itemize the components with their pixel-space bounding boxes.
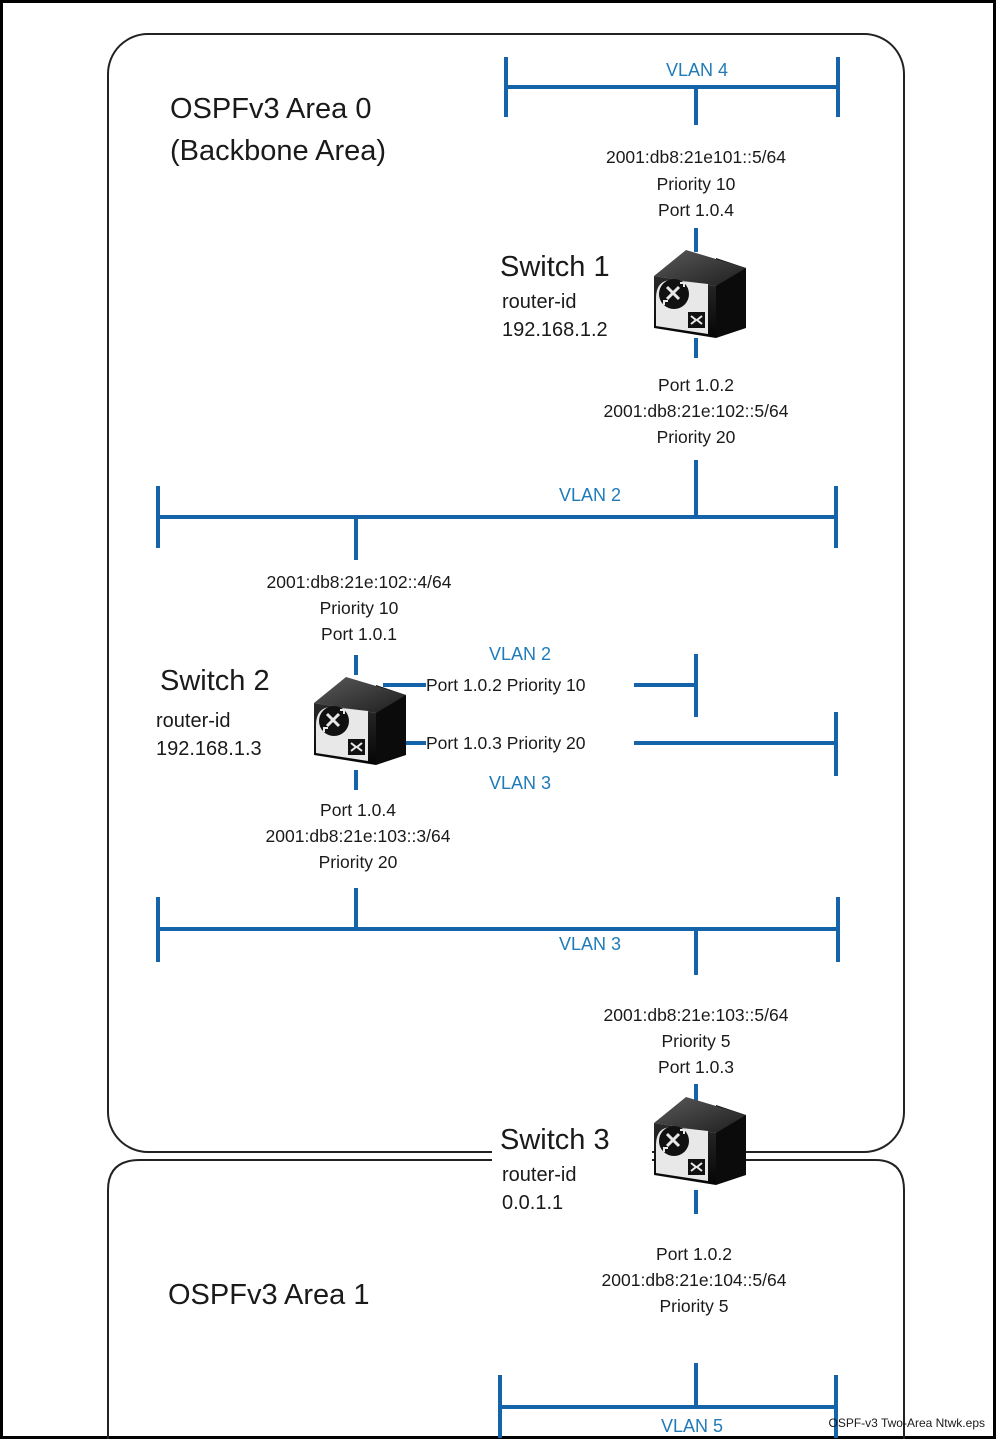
area1-title: OSPFv3 Area 1 (168, 1279, 370, 1311)
switch2-down-address: 2001:db8:21e:103::3/64 (266, 826, 451, 846)
switch2-up-address: 2001:db8:21e:102::4/64 (267, 572, 452, 592)
switch3-icon (652, 1095, 748, 1187)
switch3-down-address: 2001:db8:21e:104::5/64 (602, 1270, 787, 1290)
vlan5-label: VLAN 5 (661, 1416, 723, 1436)
switch2-name: Switch 2 (160, 665, 270, 697)
vlan2-side-label: VLAN 2 (489, 644, 551, 664)
switch2-up-priority: Priority 10 (320, 598, 399, 618)
switch1-down-port: Port 1.0.2 (658, 375, 734, 395)
switch1-up-address: 2001:db8:21e101::5/64 (606, 147, 786, 167)
switch2-down-port: Port 1.0.4 (320, 800, 396, 820)
switch3-down-priority: Priority 5 (659, 1296, 728, 1316)
vlan3-label: VLAN 3 (559, 934, 621, 954)
switch3-router-id-label: router-id (502, 1164, 576, 1186)
vlan4-label: VLAN 4 (666, 60, 728, 80)
switch1-router-id: 192.168.1.2 (502, 319, 608, 341)
switch1-down-priority: Priority 20 (657, 427, 736, 447)
vlan4-segment (504, 57, 840, 125)
vlan2-stub (383, 654, 698, 717)
vlan5-segment (498, 1363, 838, 1438)
switch3-down-port: Port 1.0.2 (656, 1244, 732, 1264)
file-caption: OSPF-v3 Two-Area Ntwk.eps (829, 1416, 986, 1430)
switch1-icon (652, 248, 748, 340)
switch3-up-address: 2001:db8:21e:103::5/64 (604, 1005, 789, 1025)
switch3-router-id: 0.0.1.1 (502, 1192, 563, 1214)
vlan3-segment (156, 888, 840, 975)
switch3-up-priority: Priority 5 (661, 1031, 730, 1051)
vlan2-label: VLAN 2 (559, 485, 621, 505)
switch1-down-address: 2001:db8:21e:102::5/64 (604, 401, 789, 421)
switch2-side-port-2: Port 1.0.3 Priority 20 (426, 733, 586, 753)
vlan3-side-label: VLAN 3 (489, 773, 551, 793)
vlan2-segment (156, 460, 838, 560)
area1-boundary (107, 1159, 905, 1439)
switch2-router-id: 192.168.1.3 (156, 738, 262, 760)
switch2-icon (312, 675, 408, 767)
switch1-up-priority: Priority 10 (657, 174, 736, 194)
switch1-name: Switch 1 (500, 251, 610, 283)
switch2-router-id-label: router-id (156, 710, 230, 732)
switch3-name: Switch 3 (500, 1124, 610, 1156)
switch1-up-port: Port 1.0.4 (658, 200, 734, 220)
switch3-up-port: Port 1.0.3 (658, 1057, 734, 1077)
switch1-router-id-label: router-id (502, 291, 576, 313)
area0-title: OSPFv3 Area 0 (170, 93, 372, 125)
switch2-up-port: Port 1.0.1 (321, 624, 397, 644)
area0-boundary (107, 33, 905, 1153)
area0-subtitle: (Backbone Area) (170, 135, 386, 167)
switch2-down-priority: Priority 20 (319, 852, 398, 872)
switch2-side-port-1: Port 1.0.2 Priority 10 (426, 675, 586, 695)
